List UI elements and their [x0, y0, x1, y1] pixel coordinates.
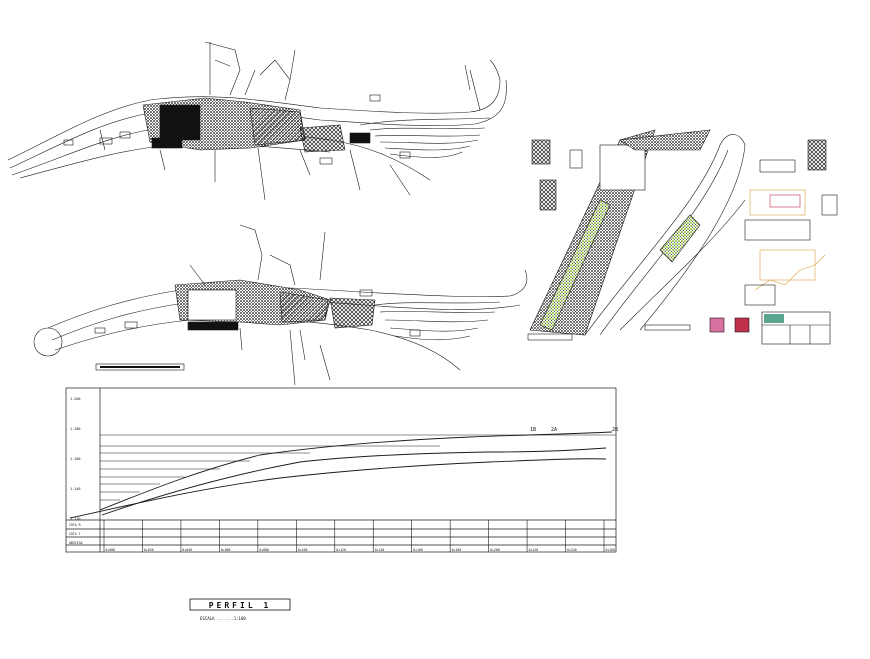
- profile-row-label: ABSCISA: [69, 541, 83, 545]
- station-label: 0+120: [336, 548, 346, 552]
- site-plan-middle: [33, 224, 528, 386]
- station-label: 0+000: [106, 548, 116, 552]
- profile-row-label: COTA T: [69, 532, 81, 536]
- elevation-label: 1.180: [70, 427, 81, 431]
- station-label: 0+200: [490, 548, 500, 552]
- profile-title: PERFIL 1: [209, 601, 272, 610]
- detail-sections: [531, 139, 838, 333]
- elevation-label: 1.140: [70, 487, 81, 491]
- station-label: 0+060: [221, 548, 231, 552]
- profile-scale: ESCALA .......1:100: [200, 616, 246, 621]
- elevation-label: 1.120: [70, 517, 81, 521]
- detail-sheet: [527, 129, 838, 345]
- station-label: 0+140: [375, 548, 385, 552]
- curve-label-1b: 1B: [530, 427, 536, 433]
- profile-reference-lines: [100, 434, 616, 501]
- site-plan-top: [7, 41, 507, 201]
- station-label: 0+260: [606, 548, 616, 552]
- profile-row-label: COTA R: [69, 523, 81, 527]
- profile-curve-terrain: [101, 447, 607, 516]
- title-block: [761, 311, 831, 345]
- elevation-label: 1.200: [70, 397, 81, 401]
- station-ticks: 0+000 0+020 0+040 0+060 0+080 0+100 0+120 0+140…: [103, 520, 616, 552]
- elevation-labels: 1.200 1.180 1.160 1.140 1.120: [70, 397, 81, 521]
- station-label: 0+240: [567, 548, 577, 552]
- station-label: 0+020: [144, 548, 154, 552]
- elevation-label: 1.160: [70, 457, 81, 461]
- profile-title-block: PERFIL 1 ESCALA .......1:100: [189, 598, 291, 621]
- curve-label-2a: 2A: [551, 427, 557, 433]
- curve-label-2b: 2B: [612, 427, 618, 433]
- profile-curve-lower: [69, 458, 607, 519]
- longitudinal-profile: 0+000 0+020 0+040 0+060 0+080 0+100 0+120 0+140…: [65, 387, 618, 553]
- station-label: 0+080: [259, 548, 269, 552]
- row-labels: COTA R COTA T ABSCISA: [69, 523, 83, 545]
- station-label: 0+220: [529, 548, 539, 552]
- station-label: 0+040: [182, 548, 192, 552]
- profile-curve-proposed: [99, 431, 613, 511]
- station-label: 0+160: [413, 548, 423, 552]
- station-label: 0+180: [452, 548, 462, 552]
- station-label: 0+100: [298, 548, 308, 552]
